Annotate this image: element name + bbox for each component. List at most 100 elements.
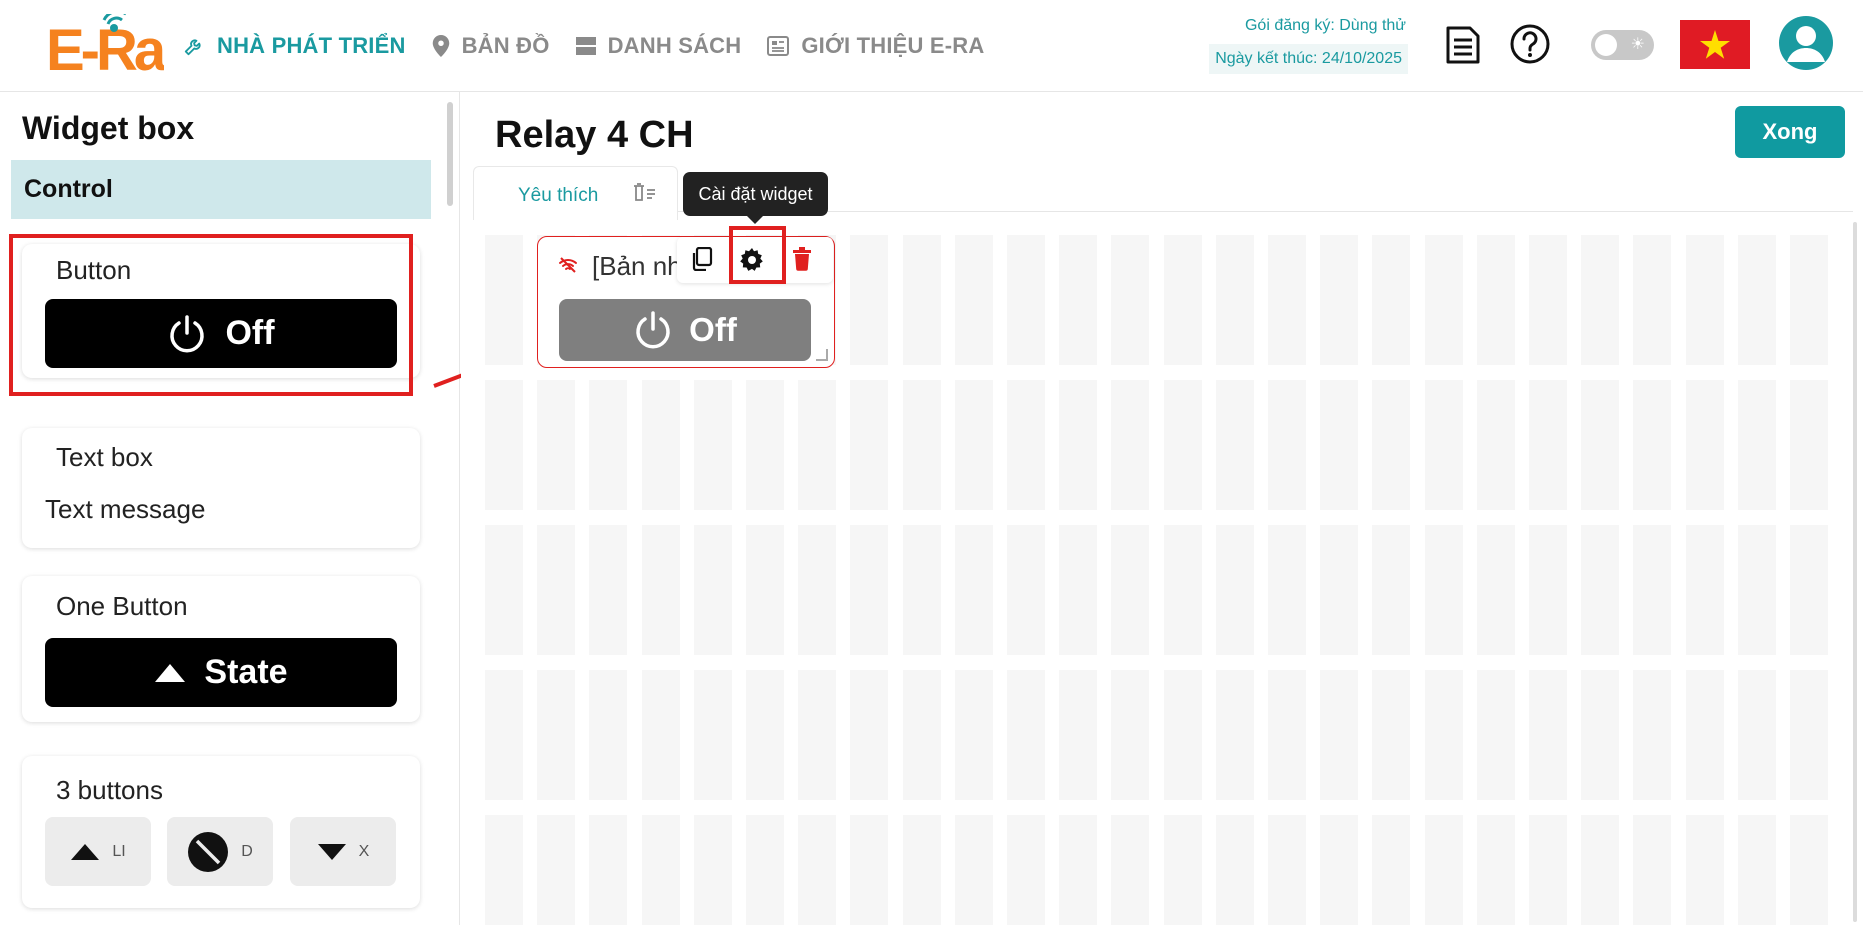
grid-cell	[1581, 670, 1619, 800]
grid-cell	[955, 380, 993, 510]
grid-cell	[1633, 380, 1671, 510]
grid-cell	[1477, 235, 1515, 365]
grid-cell	[642, 815, 680, 925]
grid-cell	[1007, 525, 1045, 655]
grid-cell	[589, 380, 627, 510]
canvas-widget-button-label: Off	[689, 311, 737, 348]
done-button[interactable]: Xong	[1735, 106, 1845, 158]
grid-cell	[1007, 235, 1045, 365]
grid-cell	[903, 525, 941, 655]
map-pin-icon	[432, 35, 449, 57]
grid-cell	[1164, 670, 1202, 800]
help-icon[interactable]	[1510, 24, 1550, 69]
widget-one-button[interactable]: One Button State	[22, 576, 420, 722]
widget-three-buttons[interactable]: 3 buttons LI D X	[22, 756, 420, 908]
toggle-knob	[1595, 34, 1617, 56]
grid-cell	[1372, 670, 1410, 800]
grid-cell	[1477, 670, 1515, 800]
grid-cell	[1007, 380, 1045, 510]
grid-cell	[1425, 670, 1463, 800]
nav-map[interactable]: BẢN ĐỒ	[432, 33, 550, 59]
grid-cell	[1216, 380, 1254, 510]
grid-cell	[1372, 525, 1410, 655]
grid-cell	[1320, 670, 1358, 800]
grid-cell	[642, 525, 680, 655]
theme-toggle[interactable]: ☀	[1591, 30, 1654, 60]
wifi-off-icon	[558, 257, 578, 278]
grid-cell	[1425, 525, 1463, 655]
grid-cell	[1111, 670, 1149, 800]
grid-cell	[1268, 815, 1306, 925]
grid-cell	[537, 380, 575, 510]
main-scrollbar[interactable]	[1853, 222, 1857, 922]
grid-cell	[1790, 670, 1828, 800]
mini-button-stop: D	[167, 817, 273, 886]
section-control[interactable]: Control	[11, 160, 431, 219]
grid-cell	[1790, 815, 1828, 925]
grid-cell	[1216, 815, 1254, 925]
highlight-button-widget	[9, 234, 413, 396]
resize-handle[interactable]	[816, 349, 828, 361]
copy-icon[interactable]	[691, 246, 713, 276]
grid-cell	[1790, 525, 1828, 655]
grid-cell	[694, 380, 732, 510]
grid-cell	[850, 815, 888, 925]
grid-cell	[1216, 525, 1254, 655]
widget-button[interactable]: Button Off	[22, 244, 420, 378]
grid-cell	[1268, 380, 1306, 510]
grid-cell	[1529, 815, 1567, 925]
top-header: E-Ra NHÀ PHÁT TRIỂN BẢN ĐỒ DANH SÁCH GIỚ…	[0, 0, 1863, 92]
sun-icon: ☀	[1630, 36, 1645, 53]
gear-icon[interactable]	[739, 247, 765, 278]
era-logo[interactable]: E-Ra	[46, 9, 171, 83]
user-avatar[interactable]	[1779, 16, 1833, 70]
grid-cell	[955, 235, 993, 365]
widget-one-button-title: One Button	[56, 591, 188, 621]
nav-list[interactable]: DANH SÁCH	[575, 33, 742, 59]
tab-favorites[interactable]: Yêu thích	[473, 166, 678, 220]
svg-text:E-Ra: E-Ra	[46, 18, 164, 76]
grid-cell	[589, 815, 627, 925]
canvas-widget-power-button[interactable]: Off	[559, 299, 811, 361]
grid-cell	[1007, 815, 1045, 925]
grid-cell	[1581, 235, 1619, 365]
delete-list-icon[interactable]	[632, 183, 656, 208]
grid-cell	[642, 670, 680, 800]
grid-cell	[1164, 815, 1202, 925]
grid-cell	[1633, 670, 1671, 800]
grid-cell	[1268, 670, 1306, 800]
grid-cell	[1320, 525, 1358, 655]
document-icon[interactable]	[1445, 26, 1481, 69]
trash-icon[interactable]	[792, 247, 812, 276]
grid-cell	[903, 235, 941, 365]
grid-cell	[1581, 815, 1619, 925]
sidebar-title: Widget box	[22, 110, 195, 146]
vietnam-flag-icon[interactable]	[1680, 20, 1750, 69]
settings-tooltip: Cài đặt widget	[683, 172, 828, 224]
grid-cell	[485, 235, 523, 365]
grid-cell	[1059, 815, 1097, 925]
sidebar-scrollbar[interactable]	[447, 102, 453, 206]
grid-cell	[589, 670, 627, 800]
grid-cell	[1738, 235, 1776, 365]
grid-cell	[1372, 235, 1410, 365]
grid-cell	[798, 525, 836, 655]
triangle-down-icon	[317, 843, 346, 860]
grid-cell	[955, 525, 993, 655]
scroll-up-arrow[interactable]: ▲	[444, 92, 454, 95]
nav-about[interactable]: GIỚI THIỆU E-RA	[767, 33, 984, 59]
grid-cell	[1372, 380, 1410, 510]
grid-cell	[1111, 235, 1149, 365]
grid-cell	[903, 670, 941, 800]
nav-about-label: GIỚI THIỆU E-RA	[801, 33, 985, 58]
grid-cell	[1216, 235, 1254, 365]
layout-grid[interactable]	[485, 235, 1833, 925]
grid-cell	[746, 670, 784, 800]
widget-toolbar	[677, 237, 833, 283]
widget-text-box[interactable]: Text box Text message	[22, 428, 420, 548]
dashboard-editor: Relay 4 CH Xong Yêu thích [Bản nh Off	[461, 92, 1863, 925]
grid-cell	[1633, 525, 1671, 655]
grid-cell	[537, 815, 575, 925]
grid-cell	[1686, 235, 1724, 365]
nav-developer[interactable]: NHÀ PHÁT TRIỂN	[183, 33, 406, 59]
